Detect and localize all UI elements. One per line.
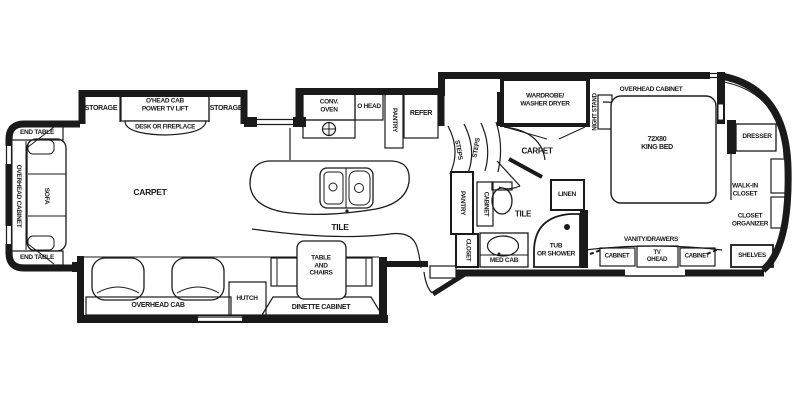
faucet-dot [345,209,349,213]
entry-door-leaf [431,269,470,297]
bedroom-door-arc [503,126,546,161]
accent-chair-seat [176,286,220,294]
accent-chair-seat [96,286,140,294]
sink-basin [348,170,371,206]
wall-top-slideout [78,90,248,124]
steps-tread [447,125,456,175]
bath-door-leaf [496,160,521,187]
slide-door-dash [706,248,720,255]
tub-or-shower [533,213,581,268]
window-gap [3,146,12,164]
sofa [26,138,67,252]
cooktop [302,119,356,139]
wall-dinette-slide-right [379,257,387,323]
conv-oven [302,93,356,121]
slide-door-dash [589,249,602,255]
overhead-cab-strip [85,296,232,316]
dresser [735,123,777,152]
bedroom-cabinet-left [599,247,636,267]
end-table-top [11,125,64,141]
sink-drain [354,183,364,193]
bedroom-cabinet-right [679,247,716,267]
closet-shelf [770,158,788,194]
toilet [491,187,513,215]
king-bed [610,95,717,204]
dinette-bench [270,257,299,287]
steps-tread [495,121,502,173]
cabinet-bath [476,181,494,227]
ohead-cab-tv-lift [120,93,210,122]
bathroom-furniture [450,126,585,268]
hutch [228,281,267,316]
tv-ohead [636,245,679,268]
pantry-bath [450,171,474,235]
closet-bath [455,233,479,268]
dinette-table [296,240,347,300]
wall-dinette-slide-left [77,256,84,323]
sofa-arm [27,235,55,251]
pantry-kitchen [384,91,404,149]
window-gap [625,268,685,276]
linen-closet [550,179,585,211]
wardrobe-washer-dryer [500,77,590,127]
closet-shelf [770,196,788,229]
outer-walls [3,72,792,323]
wall-rear-corner [717,72,725,124]
wall-dresser-left [727,120,736,154]
sink-basin [323,171,344,205]
slide-angle-line [504,126,548,140]
window-slot [717,103,724,121]
bedroom-furniture [500,77,788,268]
window-gap [3,226,12,244]
rear-cap-inner-line [723,81,785,159]
wall-jog [438,72,445,96]
wall-entry [386,261,428,267]
ohead-cabinet-kitchen [354,93,384,121]
vanity-counter [479,232,529,268]
corner-diagonal [27,126,55,148]
shower-head-dot [564,224,570,230]
wall-stub [244,117,257,127]
end-table-bottom [11,250,64,266]
kitchen-furniture [249,91,502,269]
slide-angle-line [558,126,586,140]
entry-door-swing-arc [423,271,433,294]
entry-step [429,265,457,279]
sink-drain [328,182,338,192]
desk-or-fireplace [124,120,207,136]
wall-bath-bedroom-diagonal [508,157,543,179]
toilet-tank [491,181,513,191]
refrigerator [403,91,439,139]
entry-door [423,265,470,297]
shelves-cabinet [730,244,774,268]
accent-chair [91,257,145,301]
sofa-arm [27,139,55,155]
wall-front-cap [5,120,80,272]
corner-diagonal [27,243,55,265]
bath-sink [486,235,520,257]
dinette-cabinet [260,296,384,316]
window-gap [198,316,242,322]
steps-tread [480,122,489,172]
bath-door-arc [498,185,521,190]
dinette-bench [344,257,373,287]
wall-tub-right [580,210,588,268]
wall-rear-cap [720,72,792,273]
wall-junction [72,262,82,272]
walkway-curve [251,228,422,269]
wall-kitchen-top [295,88,445,126]
living-room-furniture [11,93,384,316]
steps-tread [463,123,473,174]
night-stand [597,94,613,130]
accent-chair [171,257,225,301]
